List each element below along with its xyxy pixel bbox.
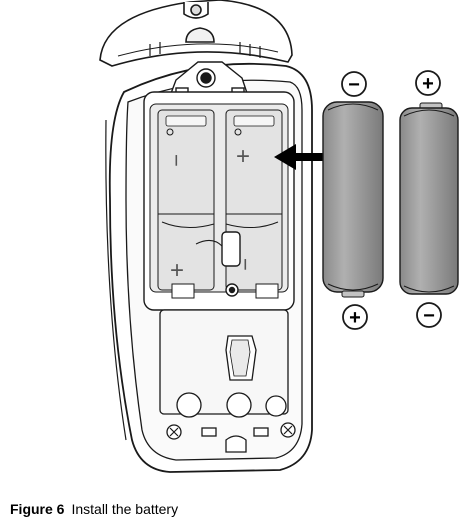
slot-right-plus-mark: + xyxy=(236,143,250,170)
speaker-left xyxy=(176,392,202,418)
svg-text:+: + xyxy=(349,307,361,329)
plus-circle-icon: + xyxy=(415,70,441,96)
figure-number: Figure 6 xyxy=(10,501,65,517)
speaker-right xyxy=(265,395,287,417)
battery-cover xyxy=(99,0,293,67)
battery-compartment xyxy=(143,91,295,311)
battery-a xyxy=(322,101,384,298)
figure-caption: Figure 6 Install the battery xyxy=(10,501,178,517)
left-arrow-icon xyxy=(274,144,336,170)
speaker-center xyxy=(226,392,252,418)
housing-lower-panel xyxy=(159,309,296,453)
slot-left-plus-mark: + xyxy=(170,257,184,284)
battery-spring xyxy=(221,231,241,267)
battery-slot-left xyxy=(157,109,215,291)
battery-b xyxy=(399,102,459,295)
svg-text:−: − xyxy=(423,305,435,327)
slot-right-minus-mark: − xyxy=(233,258,258,271)
svg-text:+: + xyxy=(422,73,434,95)
slot-left-minus-mark: − xyxy=(164,154,189,167)
figure-caption-text: Install the battery xyxy=(71,501,179,517)
svg-text:−: − xyxy=(348,74,360,96)
minus-circle-icon: − xyxy=(416,302,442,328)
minus-circle-icon: − xyxy=(341,71,367,97)
plus-circle-icon: + xyxy=(342,304,368,330)
battery-installation-diagram: − + + − − + xyxy=(99,0,459,473)
